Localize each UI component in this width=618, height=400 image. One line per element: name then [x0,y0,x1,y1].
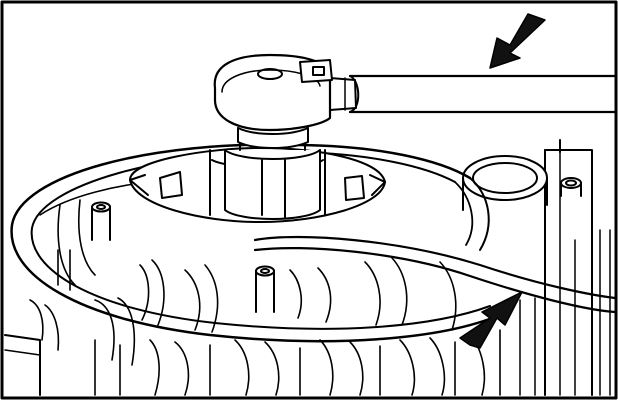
stud-bolts [91,201,275,313]
ratchet [213,53,617,132]
fan-blades [29,199,501,396]
force-arrow-up [459,291,523,349]
force-arrow-down [489,13,546,69]
right-boss [462,155,582,211]
socket [224,127,321,220]
spanner-wrench [253,177,617,314]
